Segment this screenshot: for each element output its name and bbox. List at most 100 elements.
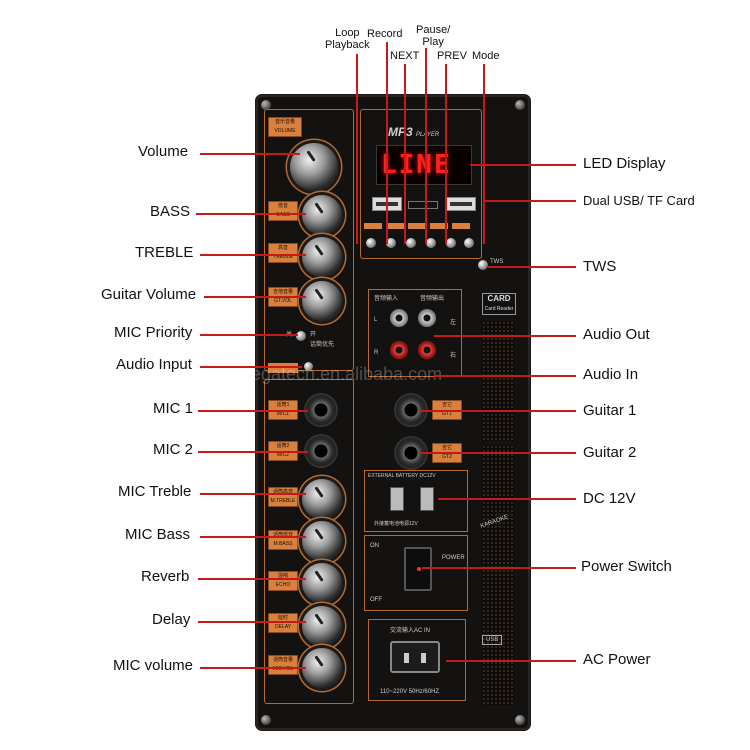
guitar-volume-knob[interactable] [302, 281, 342, 321]
prev-button[interactable] [446, 238, 456, 248]
led-display-text: LINE [381, 150, 452, 180]
watermark: veegatech.en.alibaba.com [232, 364, 443, 384]
priority-text: 话筒优先 [310, 342, 335, 348]
lead-tws [488, 266, 576, 268]
label-mic2: MIC 2 [153, 441, 194, 458]
record-button[interactable] [386, 238, 396, 248]
label-dual-usb: Dual USB/ TF Card [583, 193, 695, 208]
label-volume: Volume [138, 143, 189, 160]
label-audio-out: Audio Out [583, 326, 650, 343]
lead-power-switch [422, 567, 576, 569]
led-display: LINE [376, 145, 472, 185]
label-audio-input: Audio Input [116, 356, 192, 373]
loop-playback-button[interactable] [366, 238, 376, 248]
lead-reverb [198, 578, 306, 580]
mic1-jack[interactable] [306, 395, 336, 425]
pause-play-button[interactable] [426, 238, 436, 248]
lead-mic2 [198, 451, 308, 453]
lead-next [404, 64, 406, 244]
lead-led-display [470, 164, 576, 166]
lead-guitar2 [420, 452, 576, 454]
lead-record [386, 42, 388, 244]
lead-audio-input [200, 366, 302, 368]
label-guitar-volume: Guitar Volume [101, 286, 197, 303]
lead-audio-in [434, 375, 576, 377]
audio-in-left-rca[interactable] [390, 309, 408, 327]
dc-terminal-minus[interactable] [420, 487, 434, 511]
priority-on-label: 开 [310, 332, 317, 338]
label-guitar2: Guitar 2 [583, 444, 637, 461]
treble-knob[interactable] [302, 237, 342, 277]
ac-power-inlet[interactable] [390, 641, 440, 673]
bass-knob[interactable] [302, 195, 342, 235]
lead-guitar1 [420, 410, 576, 412]
power-frame [364, 535, 468, 611]
mic2-jack[interactable] [306, 436, 336, 466]
audio-out-right-rca[interactable] [418, 341, 436, 359]
lead-dual-usb [484, 200, 576, 202]
label-led-display: LED Display [583, 155, 666, 172]
button-label [386, 223, 404, 229]
button-label [452, 223, 470, 229]
label-bass: BASS [150, 203, 191, 220]
mic-volume-knob[interactable] [302, 648, 342, 688]
right-cn-label: 右 [450, 353, 457, 359]
label-mic-treble: MIC Treble [118, 483, 192, 500]
left-cn-label: 左 [450, 320, 457, 326]
off-label: OFF [370, 597, 382, 603]
audio-in-right-rca[interactable] [390, 341, 408, 359]
ac-rating-label: 110~220V 50Hz/60HZ [380, 689, 440, 695]
usb-badge: USB [482, 635, 503, 645]
dc-terminal-plus[interactable] [390, 487, 404, 511]
usb-port-2[interactable] [446, 197, 476, 211]
mp3-logo: MP3 PLAYER [388, 125, 440, 139]
lead-dc12v [438, 498, 576, 500]
audio-out-left-rca[interactable] [418, 309, 436, 327]
button-label [364, 223, 382, 229]
speaker-grille-upper [482, 321, 514, 441]
audio-out-cn: 音频输出 [420, 296, 445, 302]
label-ac-power: AC Power [583, 651, 651, 668]
mic-priority-switch[interactable] [296, 331, 306, 341]
mic-treble-knob[interactable] [302, 479, 342, 519]
label-next: NEXT [390, 50, 420, 62]
lead-mic-treble [200, 493, 306, 495]
label-mic-priority: MIC Priority [114, 324, 193, 341]
ext-battery-label: EXTERNAL BATTERY DC12V [368, 473, 436, 479]
lead-bass [196, 213, 306, 215]
reverb-knob[interactable] [302, 563, 342, 603]
lead-volume [200, 153, 300, 155]
on-label: ON [370, 543, 379, 549]
label-mic-bass: MIC Bass [125, 526, 191, 543]
delay-knob[interactable] [302, 606, 342, 646]
label-treble: TREBLE [135, 244, 194, 261]
label-mic-volume: MIC volume [113, 657, 194, 674]
label-loop-playback-text: Loop Playback [325, 27, 370, 51]
audio-io-frame [368, 289, 462, 377]
tf-card-slot[interactable] [408, 201, 438, 209]
mic-bass-knob[interactable] [302, 521, 342, 561]
audio-input-jack[interactable] [304, 362, 313, 371]
mode-button[interactable] [464, 238, 474, 248]
lead-guitar-volume [204, 296, 306, 298]
volume-knob[interactable] [290, 143, 338, 191]
button-label [430, 223, 448, 229]
mp3-module-frame [360, 109, 482, 259]
lead-mic-priority [200, 334, 298, 336]
lead-prev [445, 64, 447, 244]
left-channel-label: L [374, 317, 378, 323]
screw [261, 100, 271, 110]
label-pause-play: Pause/ Play [416, 24, 451, 48]
next-button[interactable] [406, 238, 416, 248]
screw [515, 100, 525, 110]
power-switch[interactable] [404, 547, 432, 591]
label-reverb: Reverb [141, 568, 190, 585]
tws-button[interactable] [478, 260, 488, 270]
